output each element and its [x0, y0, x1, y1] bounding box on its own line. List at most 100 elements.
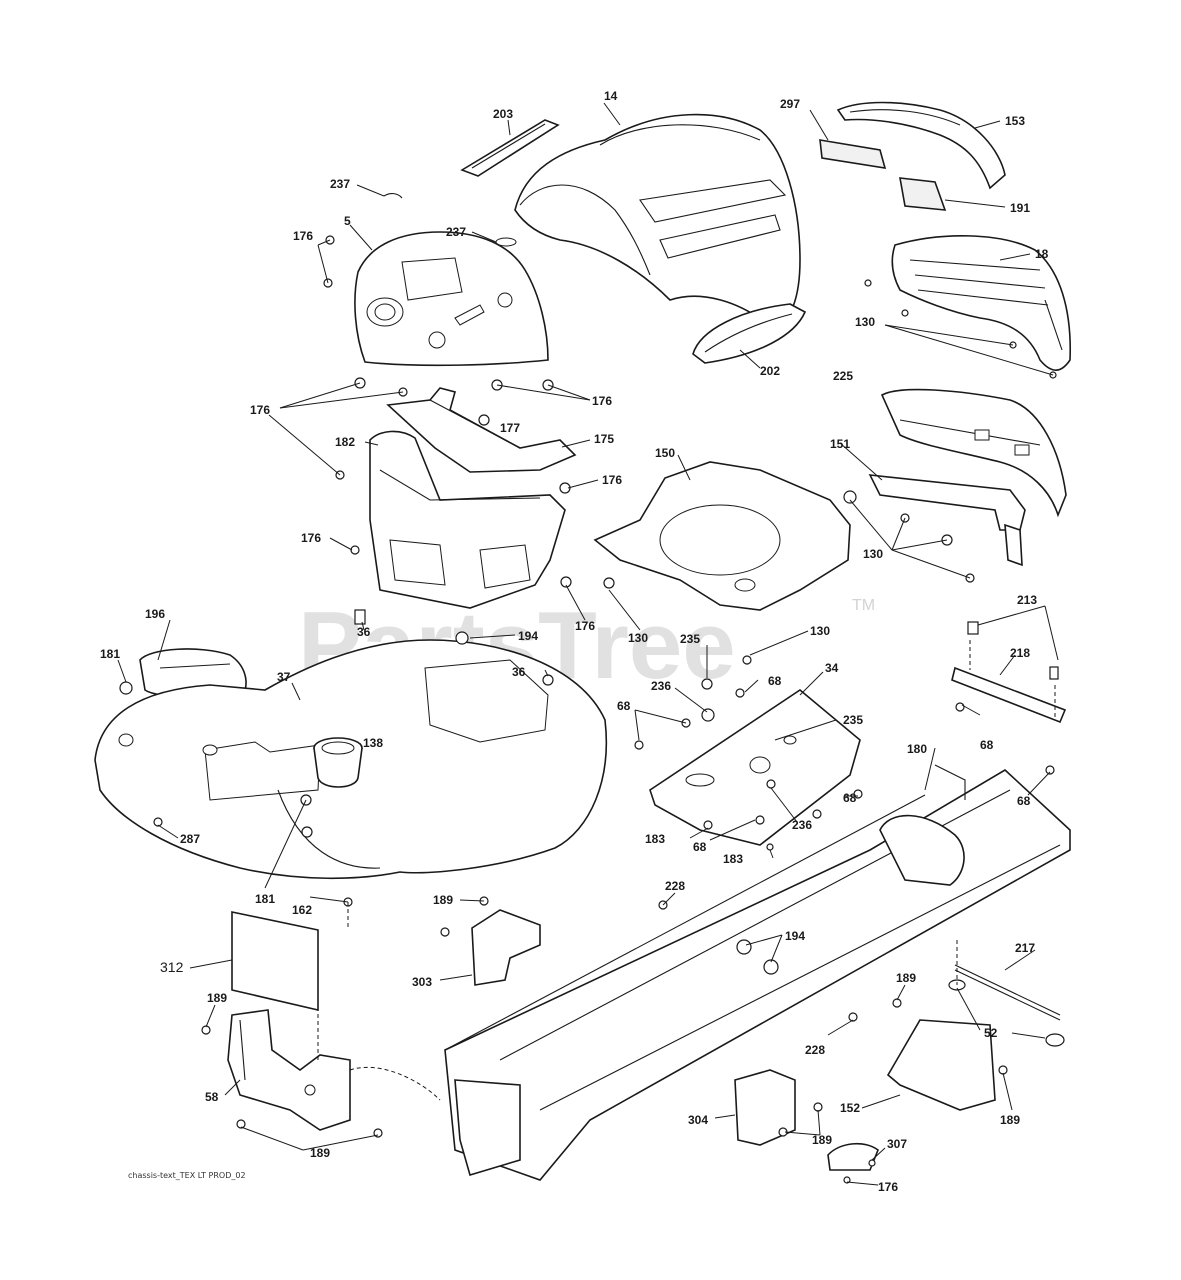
callout-217: 217 — [1015, 941, 1035, 955]
callout-labels: 14 203 297 153 237 191 5 237 176 18 130 … — [100, 89, 1049, 1194]
frame-part — [444, 764, 1071, 1181]
callout-37: 37 — [277, 670, 291, 684]
vent-part — [692, 303, 807, 364]
callout-34: 34 — [825, 661, 839, 675]
callout-176: 176 — [878, 1180, 898, 1194]
callout-130: 130 — [863, 547, 883, 561]
callout-182: 182 — [335, 435, 355, 449]
bracket-151-part — [868, 474, 1026, 567]
callout-68: 68 — [693, 840, 707, 854]
callout-162: 162 — [292, 903, 312, 917]
clip-237-top-part — [383, 193, 403, 199]
callout-176: 176 — [575, 619, 595, 633]
bracket-175-part — [386, 387, 577, 473]
callout-138: 138 — [363, 736, 383, 750]
hood-part — [514, 113, 801, 332]
callout-68: 68 — [980, 738, 994, 752]
leader-lines — [117, 102, 1059, 1186]
callout-176: 176 — [250, 403, 270, 417]
callout-183: 183 — [723, 852, 743, 866]
callout-181: 181 — [100, 647, 120, 661]
callout-304: 304 — [688, 1113, 708, 1127]
callout-68: 68 — [768, 674, 782, 688]
cup-holder-part — [313, 737, 363, 788]
alignment-lines — [317, 640, 1056, 1101]
bracket-218-part — [951, 666, 1067, 724]
callout-68: 68 — [617, 699, 631, 713]
callout-236: 236 — [792, 818, 812, 832]
hood-trim-part — [460, 119, 560, 177]
pad-part — [819, 139, 887, 169]
callout-213: 213 — [1017, 593, 1037, 607]
steering-support-part — [593, 461, 851, 611]
dash-panel-part — [354, 231, 549, 367]
callout-189: 189 — [433, 893, 453, 907]
bracket-304-part — [734, 1069, 796, 1146]
callout-237: 237 — [446, 225, 466, 239]
callout-189: 189 — [207, 991, 227, 1005]
cover-307-part — [827, 1142, 879, 1171]
callout-189: 189 — [1000, 1113, 1020, 1127]
callout-176: 176 — [592, 394, 612, 408]
callout-130: 130 — [810, 624, 830, 638]
callout-228: 228 — [665, 879, 685, 893]
callout-5: 5 — [344, 214, 351, 228]
shield-152-part — [886, 1019, 996, 1111]
callout-287: 287 — [180, 832, 200, 846]
callout-228: 228 — [805, 1043, 825, 1057]
rod-217-part — [954, 964, 1061, 1021]
callout-176: 176 — [293, 229, 313, 243]
callout-176: 176 — [301, 531, 321, 545]
callout-153: 153 — [1005, 114, 1025, 128]
callout-14: 14 — [604, 89, 618, 103]
callout-202: 202 — [760, 364, 780, 378]
callout-235: 235 — [843, 713, 863, 727]
nose-part — [880, 388, 1067, 518]
callout-175: 175 — [594, 432, 614, 446]
callout-150: 150 — [655, 446, 675, 460]
watermark-trademark: TM — [852, 597, 875, 614]
bracket-303-part — [471, 909, 541, 986]
callout-297: 297 — [780, 97, 800, 111]
callout-183: 183 — [645, 832, 665, 846]
callout-18: 18 — [1035, 247, 1049, 261]
shield-312-part — [231, 911, 319, 1012]
callout-236: 236 — [651, 679, 671, 693]
plate-34-part — [649, 689, 861, 846]
callout-68: 68 — [1017, 794, 1031, 808]
callout-177: 177 — [500, 421, 520, 435]
diagram-code: chassis-text_TEX LT PROD_02 — [128, 1171, 246, 1180]
callout-181: 181 — [255, 892, 275, 906]
callout-189: 189 — [812, 1133, 832, 1147]
callout-152: 152 — [840, 1101, 860, 1115]
callout-194: 194 — [785, 929, 805, 943]
callout-151: 151 — [830, 437, 850, 451]
callout-303: 303 — [412, 975, 432, 989]
callout-68: 68 — [843, 791, 857, 805]
callout-225: 225 — [833, 369, 853, 383]
callout-203: 203 — [493, 107, 513, 121]
bumper-top-part — [836, 101, 1006, 190]
grille-part — [891, 234, 1072, 371]
callout-176: 176 — [602, 473, 622, 487]
callout-36: 36 — [512, 665, 526, 679]
callout-237: 237 — [330, 177, 350, 191]
callout-52: 52 — [984, 1026, 998, 1040]
callout-130: 130 — [855, 315, 875, 329]
callout-191: 191 — [1010, 201, 1030, 215]
callout-58: 58 — [205, 1090, 219, 1104]
callout-196: 196 — [145, 607, 165, 621]
dash-support-part — [369, 430, 566, 609]
callout-36: 36 — [357, 625, 371, 639]
callout-235: 235 — [680, 632, 700, 646]
callout-218: 218 — [1010, 646, 1030, 660]
callout-189: 189 — [310, 1146, 330, 1160]
bracket-191-part — [899, 177, 947, 211]
callout-189: 189 — [896, 971, 916, 985]
callout-194: 194 — [518, 629, 538, 643]
callout-180: 180 — [907, 742, 927, 756]
bracket-58-part — [227, 1009, 351, 1131]
callout-312: 312 — [160, 959, 184, 975]
callout-307: 307 — [887, 1137, 907, 1151]
